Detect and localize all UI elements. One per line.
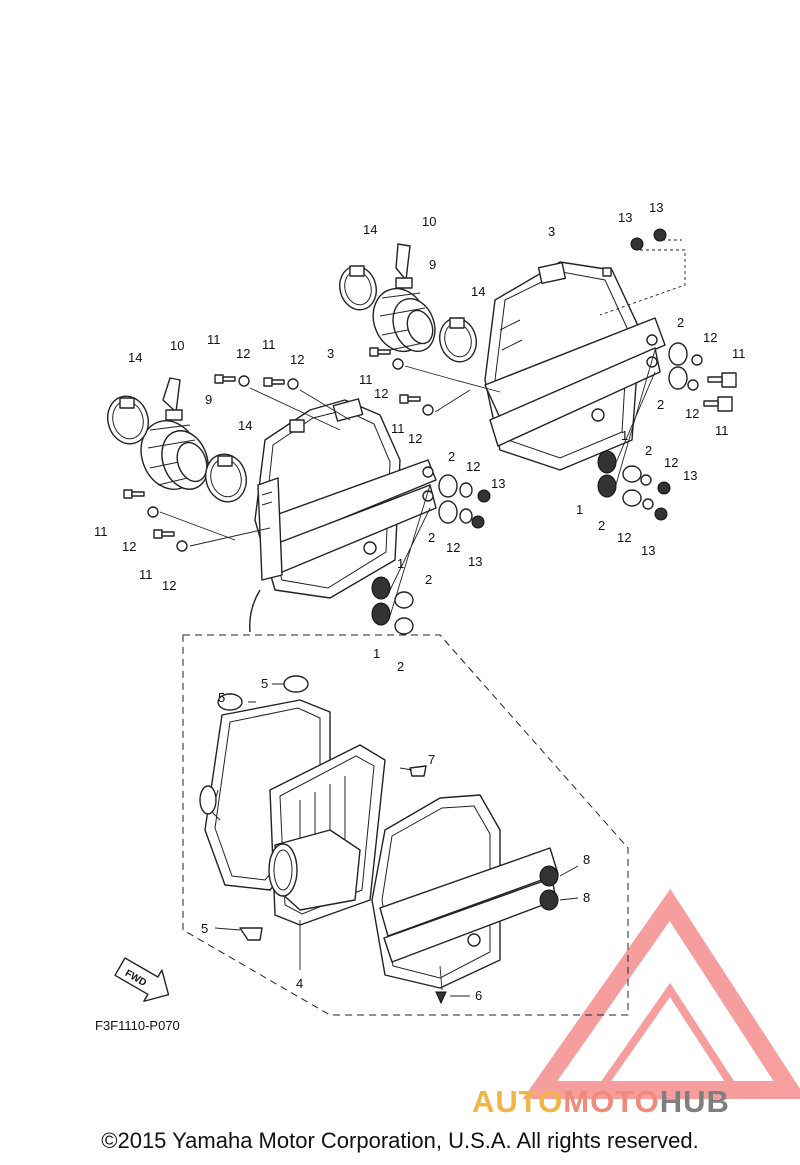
callout-14: 14 bbox=[238, 418, 252, 433]
automotohub-wordmark: AUTOMOTOHUB bbox=[472, 1084, 730, 1119]
exploded-view-boundary bbox=[182, 634, 629, 1016]
callout-12: 12 bbox=[122, 539, 136, 554]
diagram-code: F3F1110-P070 bbox=[95, 1018, 180, 1033]
callout-7: 7 bbox=[428, 752, 435, 767]
callout-11: 11 bbox=[94, 524, 108, 539]
callout-13: 13 bbox=[491, 476, 505, 491]
callout-8: 8 bbox=[583, 890, 590, 905]
callout-12: 12 bbox=[446, 540, 460, 555]
callout-5: 5 bbox=[261, 676, 268, 691]
air-box-cover bbox=[371, 794, 559, 989]
bolts-and-washers bbox=[123, 228, 737, 635]
small-parts-exploded bbox=[214, 675, 579, 1005]
copyright-notice: ©2015 Yamaha Motor Corporation, U.S.A. A… bbox=[101, 1128, 699, 1153]
callout-10: 10 bbox=[170, 338, 184, 353]
callout-14: 14 bbox=[471, 284, 485, 299]
callout-14: 14 bbox=[363, 222, 377, 237]
callout-12: 12 bbox=[664, 455, 678, 470]
callout-12: 12 bbox=[374, 386, 388, 401]
callout-14: 14 bbox=[128, 350, 142, 365]
callout-1: 1 bbox=[397, 556, 404, 571]
callout-13: 13 bbox=[641, 543, 655, 558]
callout-2: 2 bbox=[598, 518, 605, 533]
callout-2: 2 bbox=[428, 530, 435, 545]
callout-1: 1 bbox=[576, 502, 583, 517]
callout-13: 13 bbox=[683, 468, 697, 483]
callout-13: 13 bbox=[468, 554, 482, 569]
callout-3: 3 bbox=[548, 224, 555, 239]
callout-12: 12 bbox=[162, 578, 176, 593]
callout-3: 3 bbox=[327, 346, 334, 361]
hose-clamps bbox=[107, 265, 477, 503]
callout-9: 9 bbox=[205, 392, 212, 407]
callout-11: 11 bbox=[262, 337, 276, 352]
right-air-box bbox=[484, 261, 666, 471]
callout-5: 5 bbox=[218, 690, 225, 705]
callout-2: 2 bbox=[657, 397, 664, 412]
callout-12: 12 bbox=[703, 330, 717, 345]
callout-2: 2 bbox=[448, 449, 455, 464]
automotohub-logo bbox=[522, 888, 800, 1099]
intake-boot-right bbox=[372, 243, 436, 353]
callout-2: 2 bbox=[425, 572, 432, 587]
callout-8: 8 bbox=[583, 852, 590, 867]
callout-10: 10 bbox=[422, 214, 436, 229]
callout-2: 2 bbox=[645, 443, 652, 458]
callout-13: 13 bbox=[649, 200, 663, 215]
callout-2: 2 bbox=[397, 659, 404, 674]
callout-11: 11 bbox=[207, 332, 221, 347]
callout-12: 12 bbox=[685, 406, 699, 421]
forward-arrow-icon: FWD bbox=[114, 957, 170, 1002]
leader-lines bbox=[159, 239, 686, 617]
callout-12: 12 bbox=[408, 431, 422, 446]
callout-1: 1 bbox=[621, 428, 628, 443]
callout-4: 4 bbox=[296, 976, 303, 991]
callout-1: 1 bbox=[373, 646, 380, 661]
callout-12: 12 bbox=[617, 530, 631, 545]
callout-6: 6 bbox=[475, 988, 482, 1003]
callout-11: 11 bbox=[715, 423, 729, 438]
intake-duct bbox=[268, 829, 361, 911]
callout-5: 5 bbox=[201, 921, 208, 936]
callout-2: 2 bbox=[677, 315, 684, 330]
callout-11: 11 bbox=[359, 372, 373, 387]
callout-12: 12 bbox=[290, 352, 304, 367]
callout-12: 12 bbox=[236, 346, 250, 361]
left-air-box bbox=[254, 398, 437, 599]
callout-9: 9 bbox=[429, 257, 436, 272]
callout-13: 13 bbox=[618, 210, 632, 225]
intake-boot-left bbox=[140, 377, 209, 490]
callout-12: 12 bbox=[466, 459, 480, 474]
callout-11: 11 bbox=[391, 421, 405, 436]
callout-11: 11 bbox=[732, 346, 746, 361]
callout-11: 11 bbox=[139, 567, 153, 582]
callouts: 10 9 14 14 3 13 13 2 12 11 2 12 11 10 11… bbox=[94, 200, 746, 1003]
